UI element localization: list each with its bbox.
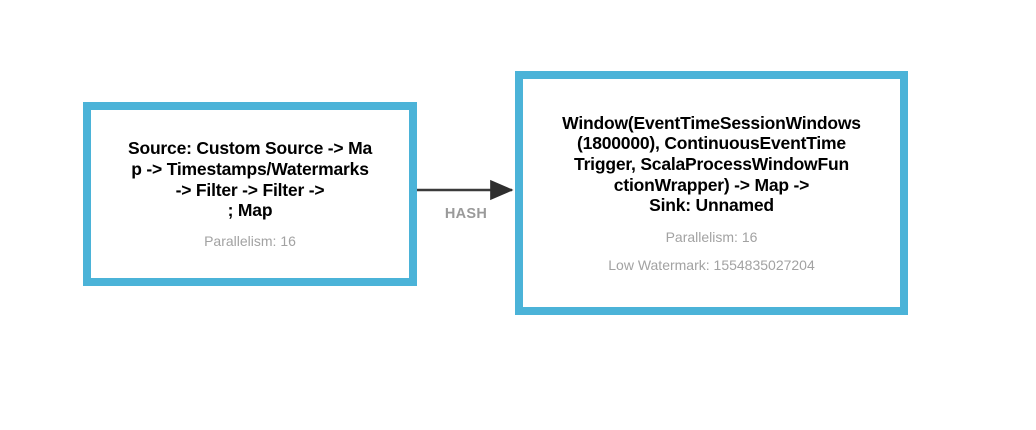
job-node-window-title: Window(EventTimeSessionWindows (1800000)… (562, 112, 861, 216)
job-node-source-parallelism: Parallelism: 16 (204, 232, 296, 249)
job-node-source-title: Source: Custom Source -> Ma p -> Timesta… (127, 138, 373, 221)
job-node-window-low-watermark: Low Watermark: 1554835027204 (608, 256, 815, 273)
job-node-source[interactable]: Source: Custom Source -> Ma p -> Timesta… (83, 102, 417, 286)
edge-label-hash: HASH (444, 206, 488, 222)
job-node-window-parallelism: Parallelism: 16 (665, 228, 758, 245)
job-node-window[interactable]: Window(EventTimeSessionWindows (1800000)… (515, 71, 908, 315)
